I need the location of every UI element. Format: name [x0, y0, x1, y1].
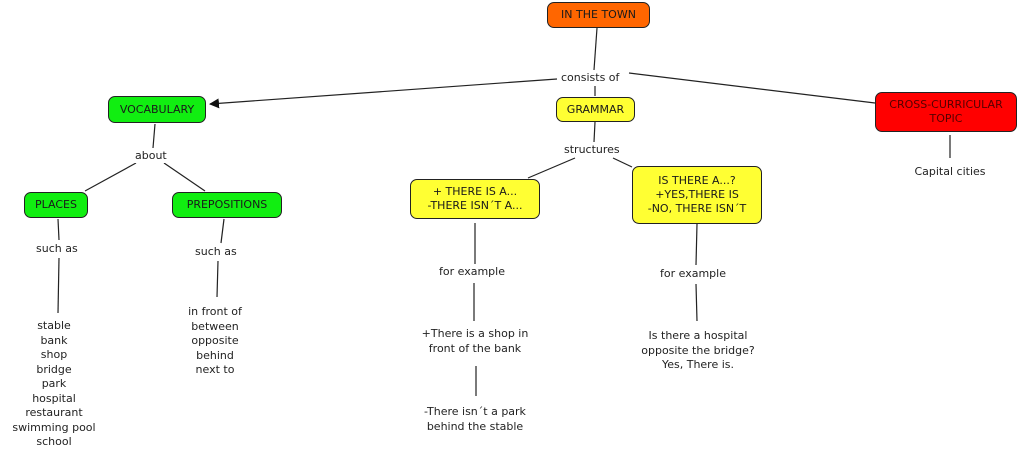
line-vocabulary-to-about: [152, 123, 156, 149]
node-places-label: PLACES: [35, 198, 77, 211]
line-consists-to-crosscurricular: [628, 72, 876, 104]
example-shop-in-front-of-bank: +There is a shop in front of the bank: [421, 327, 529, 355]
line-suchas-to-prepitems: [216, 260, 219, 298]
link-about: about: [134, 149, 168, 163]
link-prepositions-such-as: such as: [194, 245, 238, 259]
line-about-to-prepositions: [163, 162, 206, 192]
line-forexample-to-example: [695, 283, 698, 322]
node-cross-curricular-topic[interactable]: CROSS-CURRICULAR TOPIC: [875, 92, 1017, 132]
line-root-to-consists: [593, 27, 598, 71]
capital-cities: Capital cities: [914, 165, 986, 178]
node-places[interactable]: PLACES: [24, 192, 88, 218]
line-question-to-forexample: [695, 223, 698, 266]
node-prepositions[interactable]: PREPOSITIONS: [172, 192, 282, 218]
node-there-is-a[interactable]: + THERE IS A... -THERE ISN´T A...: [410, 179, 540, 219]
link-places-such-as: such as: [35, 242, 79, 256]
link-structures: structures: [563, 143, 621, 157]
line-structures-to-question: [612, 157, 633, 168]
node-is-there-a[interactable]: IS THERE A...? +YES,THERE IS -NO, THERE …: [632, 166, 762, 224]
prepositions-items: in front of between opposite behind next…: [188, 305, 242, 376]
line-suchas-to-placeitems: [57, 257, 60, 314]
link-question-for-example: for example: [659, 267, 727, 281]
node-there-is-a-label: + THERE IS A... -THERE ISN´T A...: [427, 185, 523, 212]
node-vocabulary[interactable]: VOCABULARY: [108, 96, 206, 123]
line-structures-to-affirmative: [527, 157, 576, 179]
node-in-the-town[interactable]: IN THE TOWN: [547, 2, 650, 28]
node-cross-curricular-topic-label: CROSS-CURRICULAR TOPIC: [889, 98, 1003, 125]
node-grammar[interactable]: GRAMMAR: [556, 97, 635, 122]
line-about-to-places: [84, 162, 137, 192]
line-places-to-suchas: [57, 218, 60, 241]
node-vocabulary-label: VOCABULARY: [119, 102, 195, 116]
node-is-there-a-label: IS THERE A...? +YES,THERE IS -NO, THERE …: [647, 174, 747, 215]
line-consists-to-vocabulary: [209, 78, 558, 109]
link-affirmative-for-example: for example: [438, 265, 506, 279]
example-park-behind-stable: -There isn´t a park behind the stable: [424, 405, 526, 433]
link-consists-of: consists of: [560, 71, 621, 85]
example-hospital-opposite-bridge: Is there a hospital opposite the bridge?…: [641, 329, 755, 371]
node-in-the-town-label: IN THE TOWN: [561, 8, 636, 21]
node-grammar-label: GRAMMAR: [566, 102, 625, 116]
node-prepositions-label: PREPOSITIONS: [186, 198, 268, 211]
line-prepositions-to-suchas: [220, 218, 225, 244]
line-grammar-to-structures: [593, 121, 596, 143]
places-items: stable bank shop bridge park hospital re…: [12, 319, 96, 448]
